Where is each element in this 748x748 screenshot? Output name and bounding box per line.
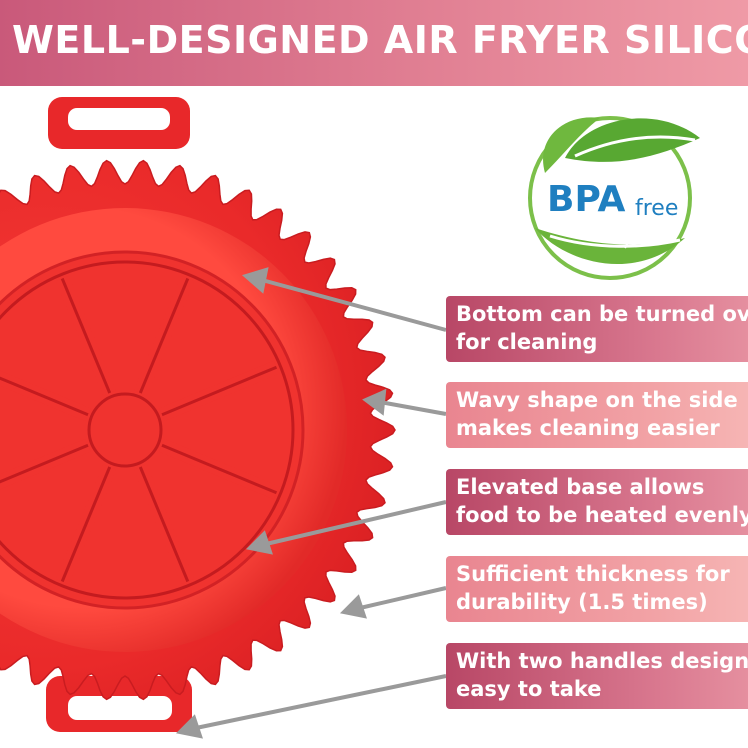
- base-spoke: [60, 466, 112, 583]
- base-spoke: [60, 277, 112, 394]
- bpa-free-badge: BPA free: [528, 116, 700, 280]
- callout-bottom-turnable: Bottom can be turned over for cleaning: [446, 296, 748, 362]
- pointer-arrows: [175, 267, 447, 739]
- callout-line: easy to take: [456, 677, 602, 701]
- callout-line: Sufficient thickness for: [456, 562, 730, 586]
- callout-line: durability (1.5 times): [456, 590, 708, 614]
- leaf-icon: [528, 116, 700, 280]
- callout-line: for cleaning: [456, 330, 598, 354]
- callout-wavy-shape: Wavy shape on the side makes cleaning ea…: [446, 382, 748, 448]
- header-banner: WELL-DESIGNED AIR FRYER SILICONE POT: [0, 0, 748, 86]
- callout-line: Wavy shape on the side: [456, 388, 738, 412]
- callout-line: food to be heated evenly: [456, 503, 748, 527]
- callout-thickness: Sufficient thickness for durability (1.5…: [446, 556, 748, 622]
- bottom-handle: [46, 676, 192, 732]
- page-title: WELL-DESIGNED AIR FRYER SILICONE POT: [12, 18, 748, 62]
- base-spoke: [161, 365, 278, 417]
- base-spoke: [138, 277, 190, 394]
- callout-line: With two handles design: [456, 649, 748, 673]
- base-spoke: [138, 466, 190, 583]
- free-text: free: [635, 196, 678, 221]
- callout-elevated-base: Elevated base allows food to be heated e…: [446, 469, 748, 535]
- base-pattern: [0, 260, 295, 600]
- pot-base: [0, 250, 305, 610]
- base-spoke: [0, 376, 89, 417]
- callout-line: Bottom can be turned over: [456, 302, 748, 326]
- top-handle: [48, 97, 190, 149]
- bpa-text: BPA: [547, 179, 626, 220]
- callout-handles: With two handles design easy to take: [446, 643, 748, 709]
- callout-line: makes cleaning easier: [456, 416, 720, 440]
- base-spoke: [0, 443, 89, 484]
- callout-line: Elevated base allows: [456, 475, 705, 499]
- base-spoke: [161, 443, 278, 495]
